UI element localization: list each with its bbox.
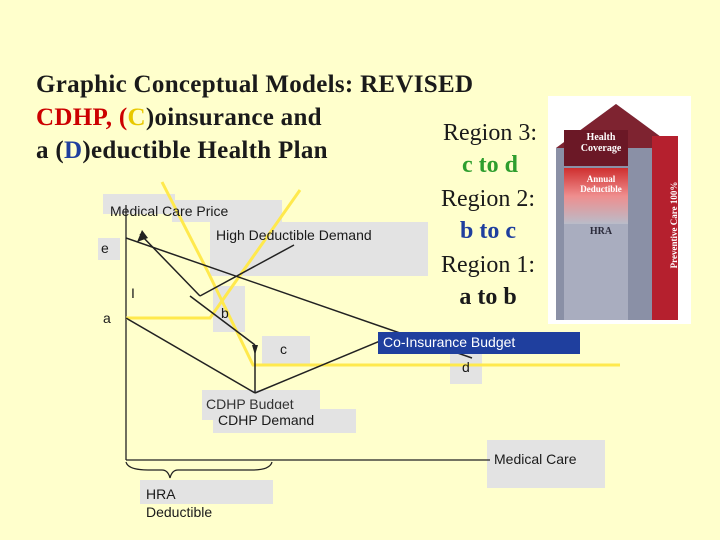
arrowhead-e	[137, 230, 148, 242]
title-line-1: Graphic Conceptual Models: REVISED	[36, 71, 474, 98]
title-line-3: a (D)eductible Health Plan	[36, 134, 473, 167]
demand-line-i-hdd	[199, 244, 295, 297]
point-c-label: c	[280, 341, 287, 357]
title-d-letter: D	[63, 137, 83, 164]
price-label-box	[103, 194, 175, 214]
house-hra-label: HRA	[589, 226, 613, 237]
region-1-range: a to b	[459, 284, 517, 310]
title-a-text: a (	[36, 137, 64, 164]
slide-title: Graphic Conceptual Models: REVISED CDHP,…	[36, 68, 473, 167]
title-coinsurance-text: )oinsurance and	[145, 104, 322, 131]
title-cdhp-text: CDHP, (	[36, 104, 128, 131]
house-annual-deductible-label: Annual Deductible	[580, 174, 622, 194]
cdhp-demand-box	[213, 409, 356, 433]
coinsurance-budget-label: Co-Insurance Budget	[383, 334, 516, 350]
e-label-box	[98, 238, 120, 260]
demand-line-e-i	[139, 233, 201, 297]
point-b-label: b	[221, 305, 229, 321]
coinsurance-budget-box	[378, 332, 580, 354]
title-deductible-text: )eductible Health Plan	[82, 137, 328, 164]
hra-deductible-box	[140, 480, 273, 504]
hra-deductible-label: HRA Deductible	[146, 486, 213, 520]
price-label-box-2	[172, 200, 282, 222]
region-3-range: c to d	[462, 152, 518, 178]
point-a-label: a	[103, 310, 111, 326]
x-axis-label: Medical Care	[494, 451, 577, 467]
cdhp-budget-line	[126, 189, 302, 320]
region-3-label: Region 3:	[443, 120, 537, 146]
region-1-label: Region 1:	[441, 252, 535, 278]
house-side-panel	[652, 136, 678, 320]
house-hra-panel	[564, 224, 628, 320]
house-top-panel	[564, 130, 628, 166]
c-label-box	[262, 336, 310, 364]
hra-bracket	[125, 461, 273, 479]
house-preventive-care-label: Preventive Care 100%	[669, 181, 679, 269]
title-line-2: CDHP, (C)oinsurance and	[36, 101, 473, 134]
point-d-label: d	[462, 359, 470, 375]
hdd-demand-label: High Deductible Demand	[216, 227, 372, 243]
arrowhead-c	[252, 345, 258, 355]
cdhp-budget-label: CDHP Budget	[206, 396, 294, 412]
house-health-coverage-label: Health Coverage	[580, 132, 622, 154]
cdhp-demand-label: CDHP Demand	[218, 412, 315, 428]
budget-line-a-c	[125, 317, 256, 394]
house-deductible-panel	[564, 168, 628, 224]
title-c-letter: C	[127, 104, 146, 131]
cdhp-demand-curve	[254, 335, 393, 394]
coverage-house-illustration: Health Coverage Annual Deductible HRA Pr…	[548, 96, 691, 324]
medical-care-box	[487, 440, 605, 488]
y-axis-label: Medical Care Price	[110, 203, 229, 219]
house-drawing	[556, 104, 678, 320]
region-2-label: Region 2:	[441, 186, 535, 212]
region-2-range: b to c	[460, 218, 516, 244]
mark-i-label: I	[131, 285, 135, 301]
connector-b-c	[189, 295, 256, 346]
point-e-label: e	[101, 240, 109, 256]
